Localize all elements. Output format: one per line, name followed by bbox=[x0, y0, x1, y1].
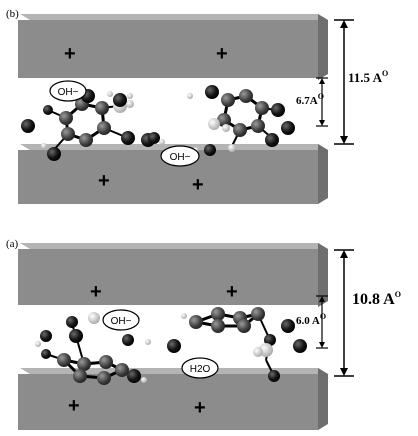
basal-spacing-label: 11.5 AO bbox=[348, 69, 388, 85]
basal-spacing-indicator bbox=[334, 19, 354, 145]
ion-label: OH− bbox=[170, 152, 191, 163]
basal-spacing-label: 10.8 AO bbox=[352, 290, 401, 308]
water-label-molecule: H2O bbox=[181, 357, 219, 379]
panel-label: (a) bbox=[6, 238, 19, 250]
ion-label: OH− bbox=[58, 87, 79, 98]
positive-charge: + bbox=[192, 174, 204, 196]
positive-charge: + bbox=[216, 43, 228, 65]
water-molecule bbox=[148, 132, 165, 145]
ion-label: H2O bbox=[190, 364, 211, 375]
intercalated-molecule bbox=[35, 312, 147, 385]
water-molecule bbox=[40, 330, 181, 353]
panel-label: (b) bbox=[6, 8, 19, 20]
positive-charge: + bbox=[64, 43, 76, 65]
gallery-height-indicator bbox=[316, 77, 328, 127]
top-slab bbox=[18, 243, 328, 307]
bottom-slab bbox=[18, 368, 328, 430]
panel-b: (b) + + + + bbox=[6, 8, 388, 204]
hydroxide-ion: OH− bbox=[160, 145, 200, 167]
panel-a: (a) + + + + bbox=[6, 238, 401, 430]
positive-charge: + bbox=[68, 395, 80, 417]
hydroxide-ion: OH− bbox=[49, 80, 87, 102]
positive-charge: + bbox=[90, 281, 102, 303]
top-slab bbox=[18, 14, 328, 80]
gallery-height-label: 6.0 AO bbox=[296, 312, 326, 327]
hydroxide-ion: OH− bbox=[102, 309, 140, 331]
intercalated-molecule bbox=[181, 307, 307, 382]
ion-label: OH− bbox=[111, 316, 132, 327]
intercalated-molecule bbox=[204, 85, 295, 156]
positive-charge: + bbox=[194, 397, 206, 419]
positive-charge: + bbox=[226, 281, 238, 303]
water-molecule bbox=[107, 91, 133, 107]
positive-charge: + bbox=[98, 170, 110, 192]
gallery-height-indicator bbox=[316, 295, 328, 349]
gallery-height-label: 6.7AO bbox=[296, 92, 324, 107]
basal-spacing-indicator bbox=[334, 249, 354, 377]
